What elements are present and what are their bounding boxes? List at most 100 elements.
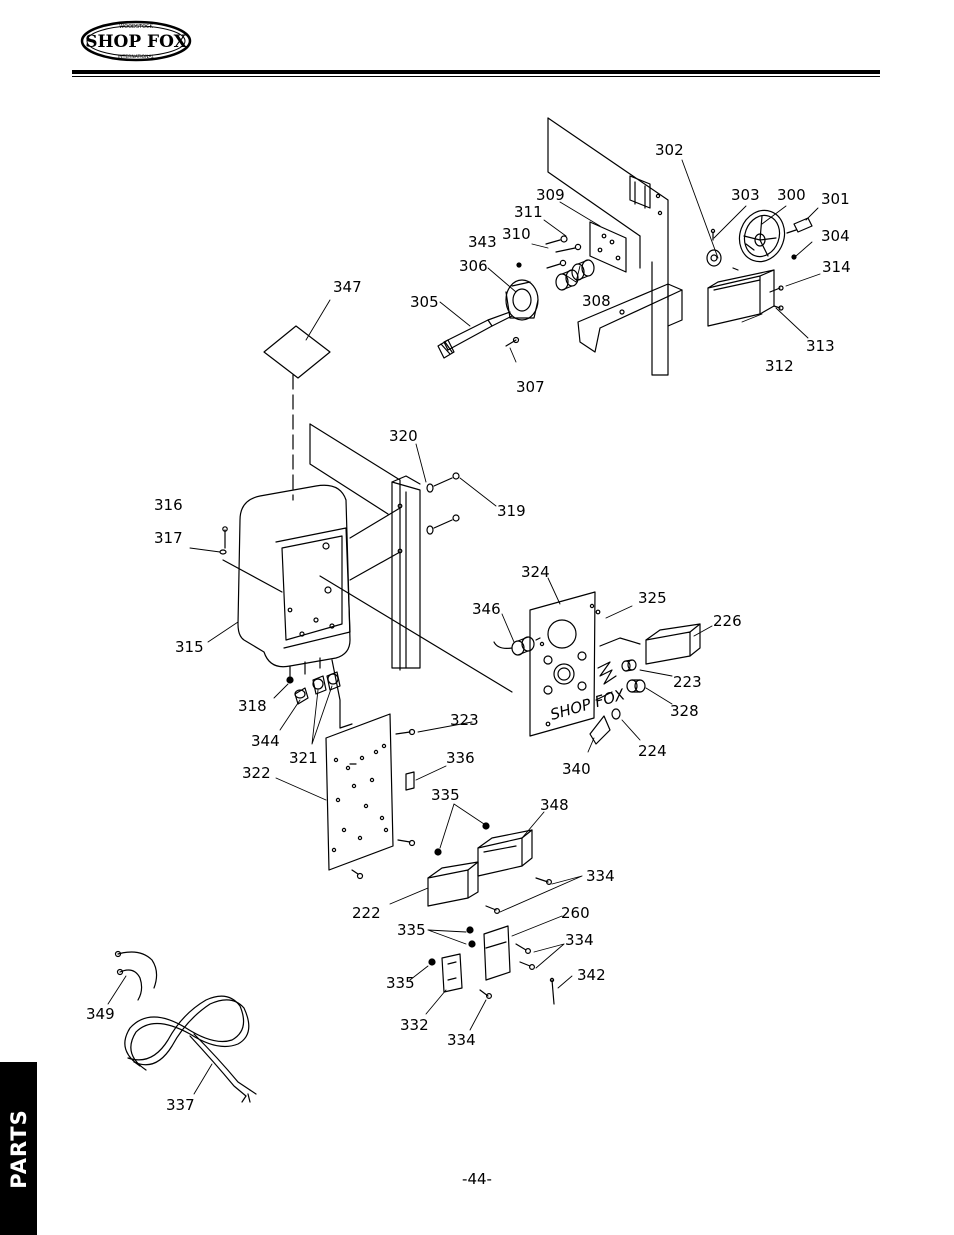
label-plate-347 xyxy=(263,325,331,379)
callout-label: 335 xyxy=(386,974,415,992)
power-cord-337 xyxy=(124,995,257,1103)
callout-label: 334 xyxy=(447,1031,476,1049)
overload-260 xyxy=(483,925,511,981)
callout-label: 316 xyxy=(154,496,183,514)
panel-brand-text: SHOP FOX xyxy=(548,685,627,724)
callout-label: 318 xyxy=(238,697,267,715)
callout-label: 314 xyxy=(822,258,851,276)
hex-bolts xyxy=(516,235,582,269)
nut-304 xyxy=(791,254,797,260)
bushings-308 xyxy=(555,259,595,291)
terminal-332 xyxy=(441,953,463,993)
callout-label: 304 xyxy=(821,227,850,245)
cap-340 xyxy=(589,715,611,745)
header-rule-thin xyxy=(72,76,880,77)
callout-label: 222 xyxy=(352,904,381,922)
callout-labels: 302 303 300 301 309 311 310 304 343 306 … xyxy=(86,141,851,1114)
screw-307 xyxy=(505,336,520,347)
callout-label: 307 xyxy=(516,378,545,396)
switch-346 xyxy=(493,636,541,656)
logo-arc-top: WOODSTOCK xyxy=(119,24,153,30)
callout-label: 223 xyxy=(673,673,702,691)
callout-label: 336 xyxy=(446,749,475,767)
contactor-222 xyxy=(427,861,479,907)
column-plate-upper xyxy=(547,117,669,376)
callout-label: 224 xyxy=(638,742,667,760)
callout-label: 315 xyxy=(175,638,204,656)
box-to-column-lines xyxy=(349,507,401,581)
callout-label: 348 xyxy=(540,796,569,814)
small-bracket xyxy=(629,175,663,216)
collar-303 xyxy=(706,228,739,271)
callout-label: 310 xyxy=(502,225,531,243)
callout-label: 335 xyxy=(431,786,460,804)
callout-label: 335 xyxy=(397,921,426,939)
callout-label: 321 xyxy=(289,749,318,767)
callout-label: 312 xyxy=(765,357,794,375)
callout-label: 332 xyxy=(400,1016,429,1034)
nuts-and-screws xyxy=(428,822,555,1005)
shop-fox-logo: WOODSTOCK SHOP FOX INTERNATIONAL xyxy=(80,20,192,62)
callout-label: 308 xyxy=(582,292,611,310)
switch-panel-324 xyxy=(529,591,596,737)
callout-label: 340 xyxy=(562,760,591,778)
callout-label: 313 xyxy=(806,337,835,355)
callout-label: 344 xyxy=(251,732,280,750)
control-box-315 xyxy=(237,484,351,668)
callout-label: 305 xyxy=(410,293,439,311)
knob-226 xyxy=(599,623,701,665)
screw-panel-bottom xyxy=(545,721,551,727)
callout-label: 323 xyxy=(450,711,479,729)
column-plate-middle xyxy=(309,423,421,671)
plate-309 xyxy=(589,221,627,273)
shaft-305 xyxy=(437,311,513,359)
callout-label: 226 xyxy=(713,612,742,630)
callout-label: 306 xyxy=(459,257,488,275)
back-plate-322 xyxy=(325,713,394,871)
hub-306 xyxy=(505,279,539,321)
screws-323 xyxy=(349,728,416,880)
callout-label: 309 xyxy=(536,186,565,204)
logo-wordmark: SHOP FOX xyxy=(85,32,187,52)
callout-label: 320 xyxy=(389,427,418,445)
callout-label: 317 xyxy=(154,529,183,547)
parts-section-tab: PARTS xyxy=(0,1062,37,1235)
header-rule xyxy=(72,70,880,74)
callout-label: 324 xyxy=(521,563,550,581)
box-to-backplate-line xyxy=(331,659,353,729)
callout-label: 322 xyxy=(242,764,271,782)
screw-316 xyxy=(219,526,283,593)
callout-label: 301 xyxy=(821,190,850,208)
cover-box-312 xyxy=(707,269,775,327)
callout-label: 343 xyxy=(468,233,497,251)
callout-label: 349 xyxy=(86,1005,115,1023)
cross-angle-member xyxy=(577,283,683,353)
handle-301 xyxy=(786,217,813,234)
callout-label: 334 xyxy=(586,867,615,885)
page-number: -44- xyxy=(462,1170,492,1188)
handwheel-300 xyxy=(738,209,786,263)
callout-label: 302 xyxy=(655,141,684,159)
box-to-panel-line xyxy=(319,575,513,693)
callout-label: 260 xyxy=(561,904,590,922)
callout-label: 347 xyxy=(333,278,362,296)
callout-label: 325 xyxy=(638,589,667,607)
leader-lines xyxy=(107,159,821,1095)
callout-label: 337 xyxy=(166,1096,195,1114)
callout-label: 342 xyxy=(577,966,606,984)
bolts-319 xyxy=(426,472,460,535)
callout-label: 311 xyxy=(514,203,543,221)
callout-label: 300 xyxy=(777,186,806,204)
callout-label: 346 xyxy=(472,600,501,618)
callout-label: 303 xyxy=(731,186,760,204)
contactor-348 xyxy=(477,829,533,877)
callout-label: 334 xyxy=(565,931,594,949)
wires-349 xyxy=(114,950,158,1001)
callout-label: 319 xyxy=(497,502,526,520)
pilot-lights xyxy=(595,659,646,720)
screws-313-314 xyxy=(769,285,784,311)
logo-arc-bottom: INTERNATIONAL xyxy=(118,54,155,60)
strain-reliefs xyxy=(286,657,341,705)
screw-325 xyxy=(595,609,601,615)
